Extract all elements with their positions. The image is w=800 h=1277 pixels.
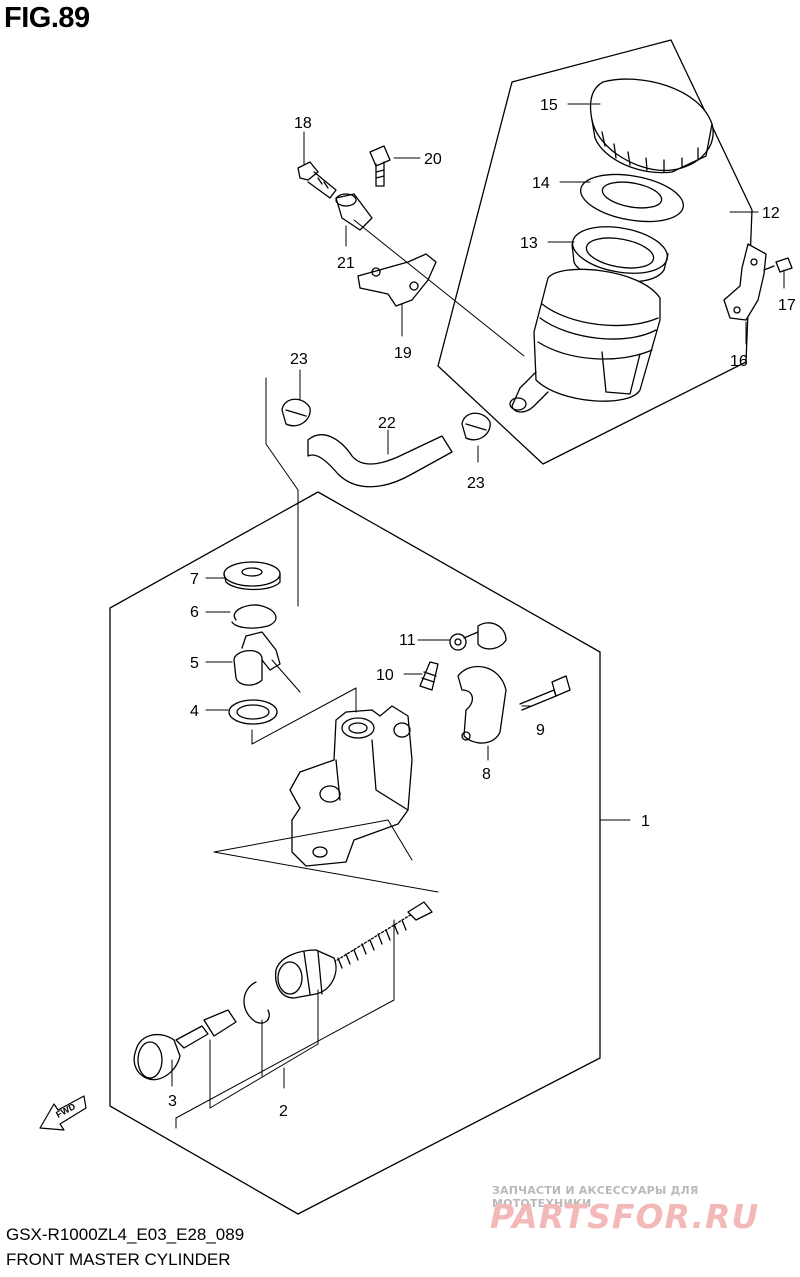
callout-4: 4 [190,703,199,720]
callout-23-right: 23 [467,475,485,492]
circlip-6 [231,604,277,629]
callout-6: 6 [190,604,199,621]
bleeder-cap [449,622,507,651]
callout-8: 8 [482,766,491,783]
callout-13: 13 [520,235,538,252]
hose-clip-left [281,398,311,427]
stay-19 [357,253,437,307]
callout-21: 21 [337,255,355,272]
bolt-18 [297,161,337,199]
callout-1: 1 [641,813,650,830]
callout-3: 3 [168,1093,177,1110]
callout-16: 16 [730,353,748,370]
holder-8 [457,666,507,744]
hose-clip-right [461,412,491,441]
diaphragm-plate [579,173,685,223]
bracket-bolt [763,257,793,273]
leader-lines [171,103,785,1129]
reservoir-cap [589,78,714,174]
watermark-tagline: ЗАПЧАСТИ И АКСЕССУАРЫ ДЛЯ МОТОТЕХНИКИ [492,1184,699,1210]
reservoir-tank [509,268,661,413]
callout-18: 18 [294,115,312,132]
connector-5 [233,631,281,686]
part-name: FRONT MASTER CYLINDER [6,1250,231,1269]
piston-spring [333,901,433,969]
callout-labels: 1 2 3 4 5 6 7 8 9 10 11 12 13 14 15 16 1… [168,97,796,1120]
reservoir-hose [307,434,453,488]
reservoir-group-outline [437,39,753,465]
snap-ring [243,981,270,1024]
callout-22: 22 [378,415,396,432]
master-cylinder-body [289,705,413,867]
callout-15: 15 [540,97,558,114]
watermark-logo: PARTSFOR.RU [490,1197,760,1236]
boot-7 [223,561,281,591]
master-cylinder-group-outline [109,491,601,1215]
callout-20: 20 [424,151,442,168]
callout-12: 12 [762,205,780,222]
callout-19: 19 [394,345,412,362]
dust-boot-3 [133,1033,181,1081]
push-rod [175,1009,237,1049]
callout-10: 10 [376,667,394,684]
callout-9: 9 [536,722,545,739]
callout-23-left: 23 [290,351,308,368]
collar-21 [335,193,373,231]
reservoir-bracket [723,243,767,321]
bolt-9 [519,675,571,711]
bolt-20 [369,145,391,187]
callout-14: 14 [532,175,550,192]
model-code: GSX-R1000ZL4_E03_E28_089 [6,1225,245,1244]
o-ring-4 [228,699,278,725]
callout-17: 17 [778,297,796,314]
figure-title: FIG.89 [4,2,90,34]
callout-2: 2 [279,1103,288,1120]
bleeder-valve [419,661,439,691]
piston-cup [274,949,337,999]
callout-11: 11 [399,632,416,649]
callout-5: 5 [190,655,199,672]
callout-7: 7 [190,571,199,588]
fwd-arrow-icon: FWD [39,1095,87,1131]
